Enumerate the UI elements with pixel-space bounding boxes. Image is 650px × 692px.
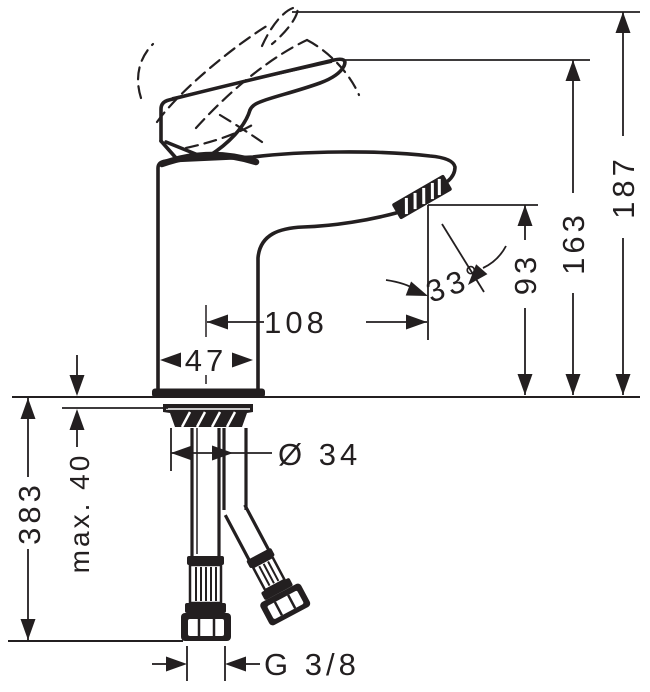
hose-nut — [181, 613, 231, 641]
dim-total-height: 187 — [292, 11, 641, 395]
supply-hose-angled — [222, 428, 311, 626]
dim-outlet-height: 93 — [428, 204, 543, 395]
handle-raised-ghost — [136, 6, 361, 150]
dim-hose-length: 383 — [12, 398, 47, 640]
dim-handle-top-height: 163 — [343, 59, 591, 395]
label-total-height: 187 — [606, 155, 641, 219]
label-shaft-diameter: Ø 34 — [278, 437, 361, 472]
supply-hose-vertical — [181, 428, 231, 641]
dim-spout-reach: 108 — [207, 305, 427, 340]
dim-max-counter-thickness: max. 40 — [62, 355, 168, 573]
label-outlet-height: 93 — [508, 253, 543, 295]
aerator — [392, 174, 452, 220]
body-base-band — [152, 388, 265, 398]
label-hose-length: 383 — [12, 481, 47, 545]
label-outlet-angle: 33° — [421, 257, 488, 310]
label-handle-top-height: 163 — [556, 211, 591, 275]
handle-collar — [158, 151, 260, 168]
label-body-width: 47 — [185, 343, 227, 378]
dim-thread-size: G 3/8 — [152, 646, 360, 682]
escutcheon — [163, 404, 253, 428]
dim-shaft-diameter: Ø 34 — [170, 428, 361, 472]
handle — [158, 57, 347, 168]
dim-outlet-angle: 33° — [385, 205, 507, 340]
dim-body-width: 47 — [160, 305, 253, 384]
label-spout-reach: 108 — [264, 305, 328, 340]
hose-nut — [260, 583, 311, 626]
label-max-counter-thickness: max. 40 — [64, 453, 95, 574]
label-thread-size: G 3/8 — [264, 647, 360, 682]
